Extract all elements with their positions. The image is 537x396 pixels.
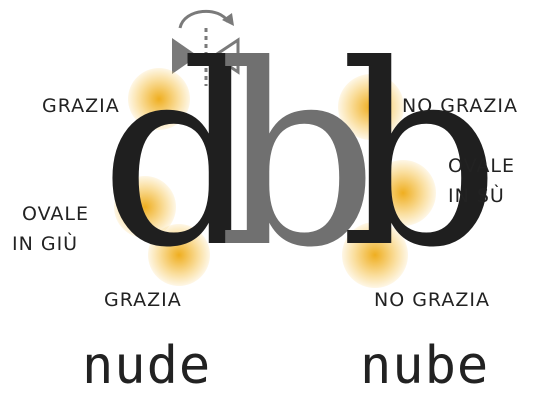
label-ovale-left: OVALE: [22, 203, 89, 225]
highlight-top-right: [338, 74, 404, 140]
label-in-giu: IN GIÙ: [12, 233, 79, 255]
highlight-serif-bottom-left: [148, 224, 210, 286]
label-no-grazia-top: NO GRAZIA: [402, 95, 518, 117]
letter-b: b: [340, 11, 501, 302]
word-nude: nude: [82, 336, 212, 396]
label-ovale-right: OVALE: [448, 155, 515, 177]
rotate-arrowhead-icon: [222, 13, 234, 26]
label-no-grazia-bottom: NO GRAZIA: [374, 289, 490, 311]
highlight-serif-top-left: [128, 68, 190, 130]
triangle-solid-icon: [172, 38, 198, 74]
highlight-bottom-right: [342, 222, 408, 288]
label-in-su: IN SÙ: [448, 185, 505, 207]
highlight-oval-right: [370, 160, 436, 226]
letter-b-mirrored: b: [218, 11, 379, 302]
triangle-outline-icon: [211, 37, 240, 75]
mirror-flip-icon: [172, 9, 240, 86]
word-nube: nube: [360, 336, 490, 396]
letter-d: d: [100, 11, 261, 302]
label-grazia-top: GRAZIA: [42, 95, 120, 117]
label-grazia-bottom: GRAZIA: [104, 289, 182, 311]
